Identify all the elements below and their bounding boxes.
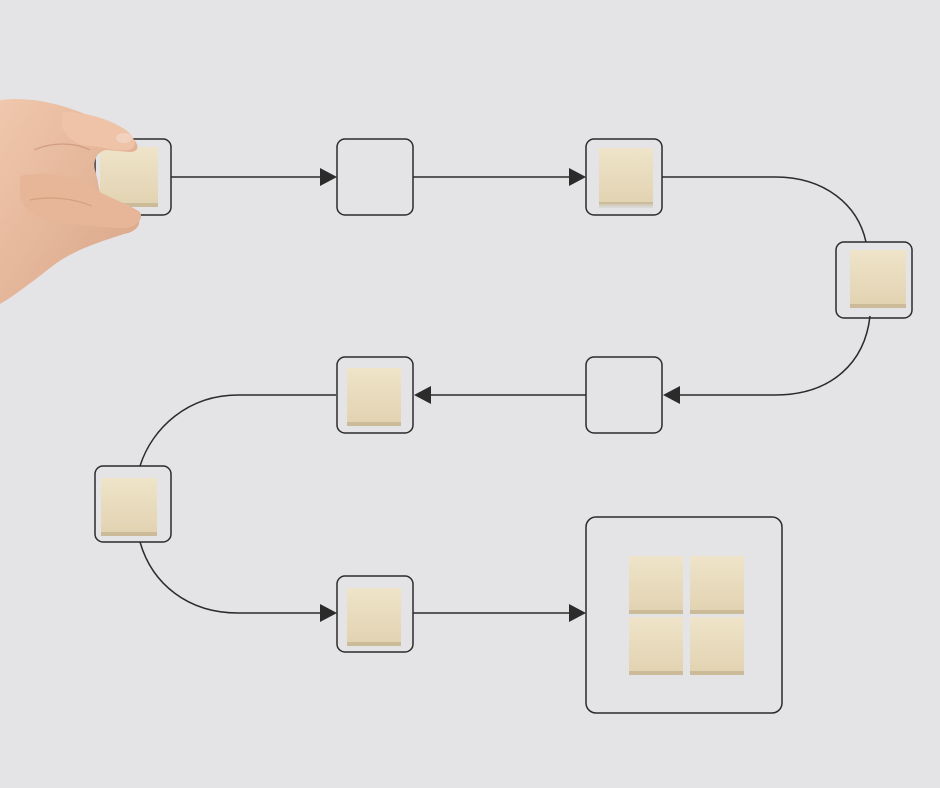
connector-7-8 [139,541,325,614]
arrow-left-icon [663,386,680,404]
final-grid-blocks [629,556,744,675]
arrowheads [320,168,680,622]
arrow-right-icon [320,604,337,622]
wooden-block [101,478,157,536]
step-boxes [94,138,913,714]
flow-lines [139,176,871,614]
arrow-right-icon [569,168,586,186]
wooden-block [599,148,653,208]
final-grid-frame [585,516,783,714]
connector-6-7 [139,394,336,467]
arrow-right-icon [320,168,337,186]
wooden-blocks [100,147,906,675]
thumb [62,112,135,151]
arrow-left-icon [414,386,431,404]
step-3-frame [585,138,663,216]
hand-illustration [0,98,142,305]
step-8-frame [336,575,414,653]
wooden-block [347,368,401,426]
index-finger [20,173,142,228]
connector-3-4 [662,176,867,243]
thumbnail [116,133,132,143]
step-4-frame [835,241,913,319]
step-5-frame [585,356,663,434]
step-2-frame [336,138,414,216]
connector-4-5 [680,315,871,396]
arrow-right-icon [569,604,586,622]
step-6-frame [336,356,414,434]
wooden-block [850,250,906,308]
wooden-block [347,588,401,646]
step-7-frame [94,465,172,543]
